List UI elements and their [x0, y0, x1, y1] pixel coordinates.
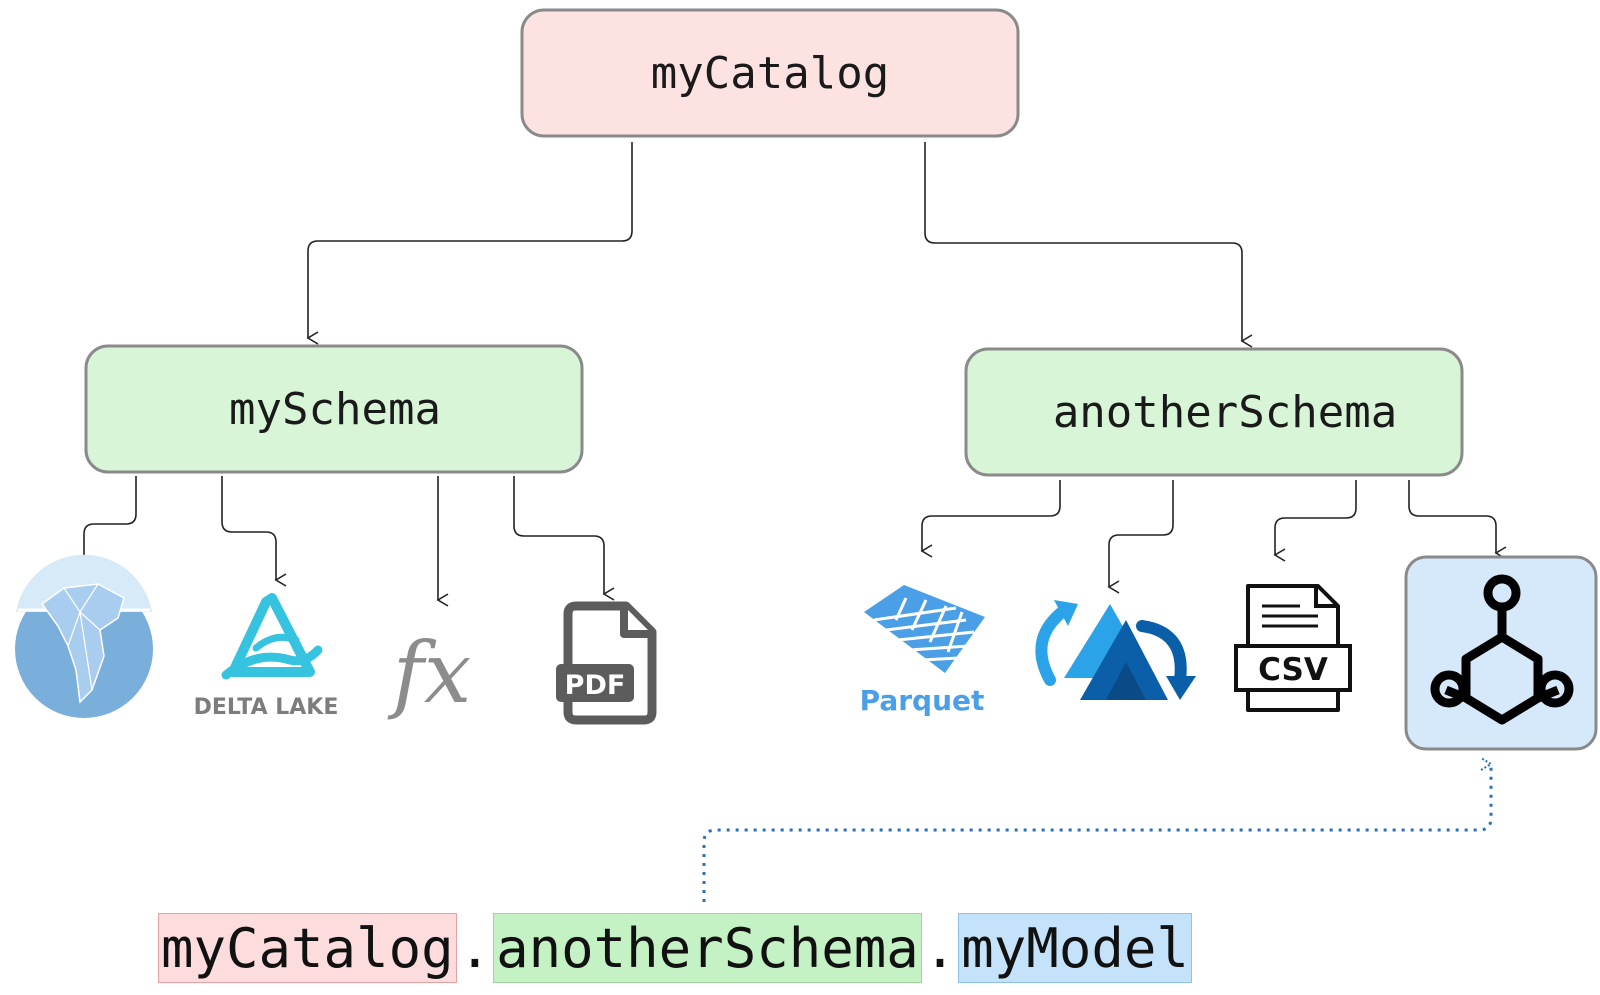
qualified-name-catalog: myCatalog	[158, 913, 457, 983]
pdf-icon: PDF	[556, 601, 657, 725]
qualified-name-model: myModel	[958, 913, 1192, 983]
parquet-icon: Parquet	[860, 585, 985, 717]
connector-to-csv	[1273, 480, 1357, 562]
metric-view-icon	[1035, 600, 1196, 700]
qualified-name-schema: anotherSchema	[493, 913, 922, 983]
schema-node-right: anotherSchema	[964, 347, 1464, 477]
delta-lake-label: DELTA LAKE	[194, 695, 339, 720]
pdf-label: PDF	[565, 670, 626, 701]
csv-label: CSV	[1258, 652, 1328, 688]
function-label: fx	[387, 624, 471, 722]
model-graph-icon	[1430, 574, 1574, 725]
dotted-reference-arrow	[702, 757, 1493, 902]
csv-icon: CSV	[1234, 584, 1352, 712]
schema-node-right-label: anotherSchema	[1053, 387, 1397, 438]
connector-to-metric-view	[1107, 480, 1174, 594]
model-node	[1404, 555, 1598, 751]
delta-lake-icon: DELTA LAKE	[194, 593, 339, 720]
catalog-node: myCatalog	[520, 8, 1020, 138]
connector-to-model	[1408, 480, 1507, 560]
connector-root-to-anotherschema	[924, 142, 1253, 348]
connector-to-pdf	[513, 476, 615, 601]
iceberg-icon	[15, 554, 153, 718]
parquet-label: Parquet	[860, 684, 985, 717]
qualified-name-path: myCatalog . anotherSchema . myModel	[158, 912, 1192, 984]
qualified-name-separator-1: .	[458, 916, 492, 980]
connector-to-deltalake	[221, 476, 287, 587]
qualified-name-separator-2: .	[923, 916, 957, 980]
schema-node-left-label: mySchema	[229, 384, 441, 435]
function-icon: fx	[387, 624, 471, 722]
connector-to-iceberg	[82, 476, 137, 575]
connector-to-parquet	[920, 480, 1061, 558]
schema-node-left: mySchema	[84, 344, 584, 474]
catalog-node-label: myCatalog	[651, 48, 889, 99]
connector-root-to-myschema	[306, 142, 633, 345]
